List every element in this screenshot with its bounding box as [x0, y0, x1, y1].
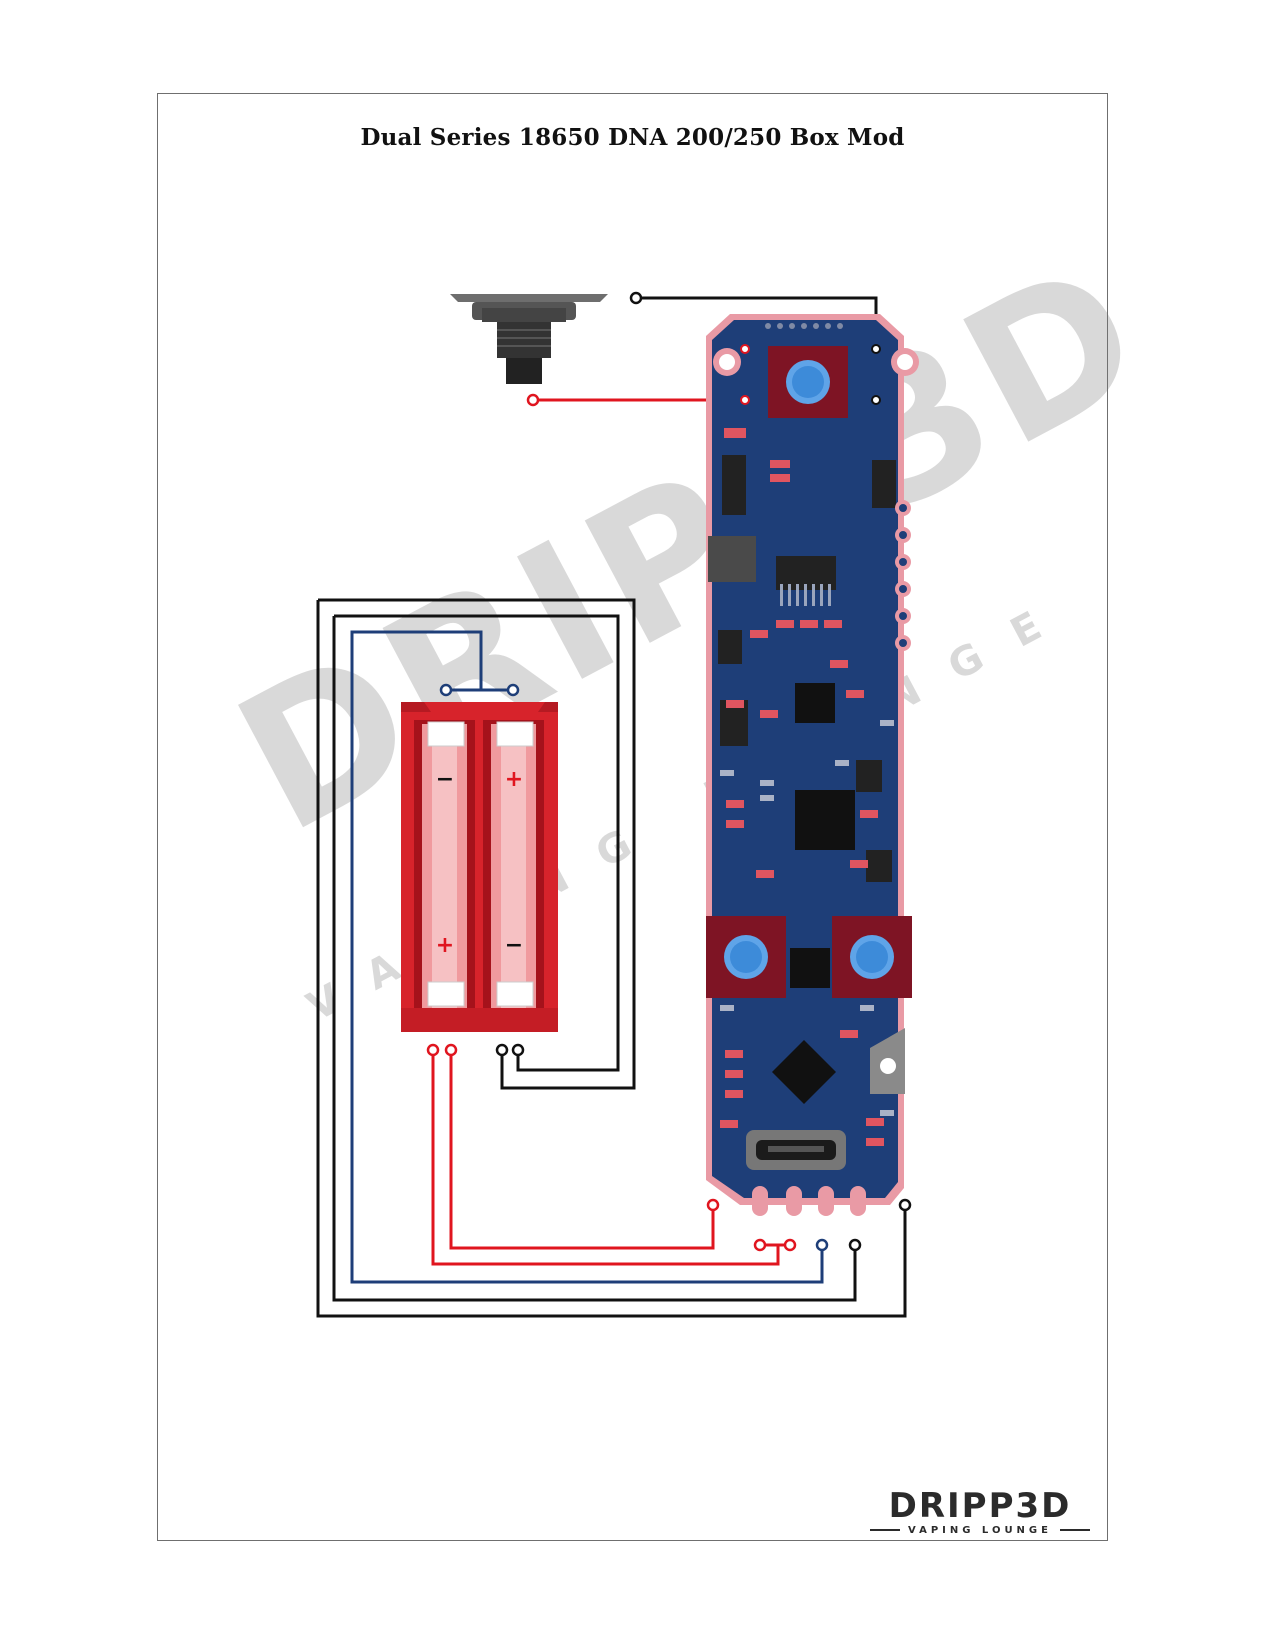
- down-button-icon[interactable]: [832, 916, 912, 998]
- 510-connector-icon: [450, 294, 608, 384]
- usb-port-icon[interactable]: [746, 1130, 846, 1170]
- bottom-pads: [752, 1186, 866, 1216]
- dna-board: [706, 314, 919, 1216]
- wire-black-outer-2: [316, 600, 907, 1318]
- battery-right-bottom-polarity: −: [505, 933, 523, 958]
- page-frame: [157, 93, 1108, 1541]
- battery-right-top-polarity: +: [505, 767, 523, 792]
- wire-blue-balance: [350, 630, 824, 1284]
- chip-icon: [708, 455, 896, 1104]
- side-pads: [895, 500, 911, 651]
- diagram-title: Dual Series 18650 DNA 200/250 Box Mod: [360, 124, 905, 151]
- up-button-icon[interactable]: [706, 916, 786, 998]
- brand-name: DRIPP3D: [888, 1486, 1072, 1526]
- wire-red-1: [431, 1050, 780, 1266]
- battery-sled-icon: − + + −: [401, 702, 558, 1032]
- fire-button-icon[interactable]: [768, 346, 848, 418]
- brand-logo: DRIPP3D VAPING LOUNGE: [855, 1488, 1105, 1538]
- wire-red-2: [449, 1050, 715, 1250]
- battery-left-bottom-polarity: +: [436, 933, 454, 958]
- wire-black-inner-2: [332, 616, 857, 1302]
- brand-tagline: VAPING LOUNGE: [855, 1525, 1105, 1536]
- terminal-dots: [426, 291, 912, 1252]
- wire-black-outer: [318, 598, 636, 1090]
- wire-black-inner: [334, 614, 620, 1072]
- battery-left-top-polarity: −: [436, 767, 454, 792]
